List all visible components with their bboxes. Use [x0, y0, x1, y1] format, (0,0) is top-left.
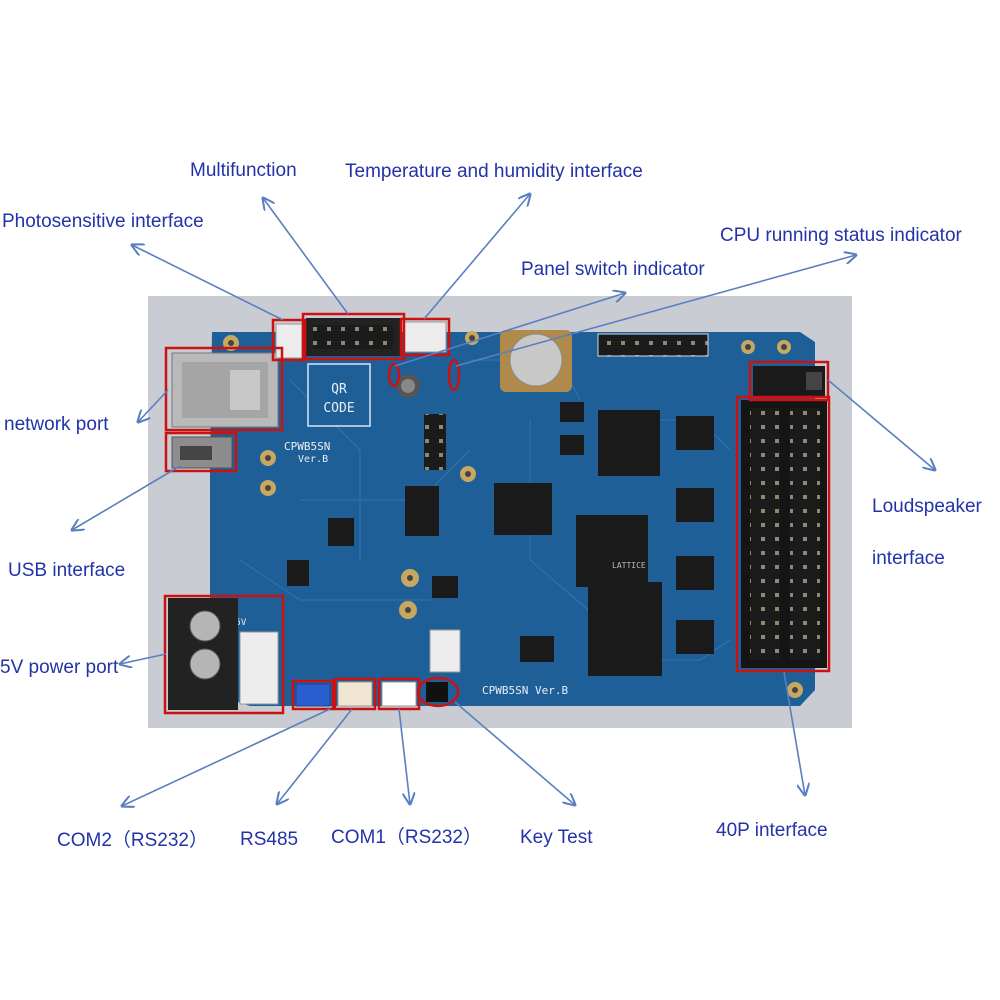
label-rs485: RS485 [240, 829, 299, 850]
label-panel-switch: Panel switch indicator [521, 259, 705, 280]
arrow-key-test [454, 701, 575, 805]
label-cpu-status: CPU running status indicator [720, 225, 962, 246]
highlights [163, 312, 831, 715]
label-multifunction: Multifunction [190, 160, 297, 181]
arrow-power [120, 653, 167, 664]
arrow-temperature [423, 194, 530, 320]
board-model-1: CPWB5SN [284, 440, 330, 453]
key-test-button [426, 682, 448, 702]
arrow-photosensitive [132, 245, 284, 321]
label-p40: 40P interface [716, 820, 828, 841]
label-photosensitive: Photosensitive interface [2, 211, 204, 232]
label-power: 5V power port [0, 657, 119, 678]
capacitor [396, 374, 420, 398]
highlight-panel-switch [387, 362, 401, 388]
label-key-test: Key Test [520, 827, 593, 848]
arrow-com2 [122, 708, 331, 806]
label-temp-humidity: Temperature and humidity interface [345, 161, 643, 182]
callout-arrows [72, 194, 935, 806]
board-model-2: CPWB5SN Ver.B [482, 684, 568, 697]
highlight-com2 [333, 677, 377, 711]
label-loudspeaker-1: Loudspeaker [872, 496, 982, 517]
arrow-usb [72, 465, 181, 530]
p40-connector [741, 400, 827, 668]
highlight-usb [164, 431, 238, 473]
com1-connector [381, 681, 417, 707]
highlight-cpu-status [447, 358, 461, 392]
chip-brand: LATTICE [612, 561, 646, 570]
ics: LATTICE [287, 402, 714, 676]
mid-pin-header [424, 414, 446, 470]
label-usb: USB interface [8, 560, 126, 581]
multifunction-header [306, 318, 400, 356]
rj45-connector [171, 352, 279, 428]
arrow-loudspeaker [827, 379, 935, 470]
plus-5v-label: +5V [230, 618, 247, 628]
label-com1: COM1（RS232） [331, 827, 482, 848]
label-network-port: network port [4, 414, 109, 435]
qr-label-1: QR [331, 382, 347, 397]
board-model-1-ver: Ver.B [298, 454, 328, 465]
com2-connector-body [337, 681, 373, 707]
rs485-connector [295, 683, 331, 707]
temperature-connector [403, 321, 447, 353]
label-loudspeaker-2: interface [872, 548, 945, 569]
usb-connector [171, 436, 233, 469]
power-terminal [168, 598, 279, 710]
arrow-rs485 [277, 708, 353, 804]
coin-battery [500, 330, 572, 392]
top-pin-header [597, 333, 709, 357]
highlight-photosensitive [271, 318, 307, 362]
arrow-cpu-status [455, 255, 856, 367]
qr-code-area: QR CODE [307, 363, 371, 427]
highlight-p40 [735, 395, 831, 673]
highlight-multifunction [301, 312, 406, 361]
arrow-p40 [783, 671, 805, 795]
arrow-com1 [398, 708, 410, 804]
white-connector [429, 629, 461, 673]
photosensitive-connector [275, 323, 303, 359]
loudspeaker-jack [753, 366, 825, 396]
arrow-panel-switch [394, 293, 625, 367]
highlight-key-test [416, 676, 460, 708]
arrow-network [138, 389, 169, 422]
label-com2: COM2（RS232） [57, 830, 208, 851]
highlight-rs485 [291, 679, 335, 711]
arrow-multifunction [263, 198, 349, 315]
highlight-network [164, 346, 284, 432]
qr-label-2: CODE [323, 401, 354, 416]
